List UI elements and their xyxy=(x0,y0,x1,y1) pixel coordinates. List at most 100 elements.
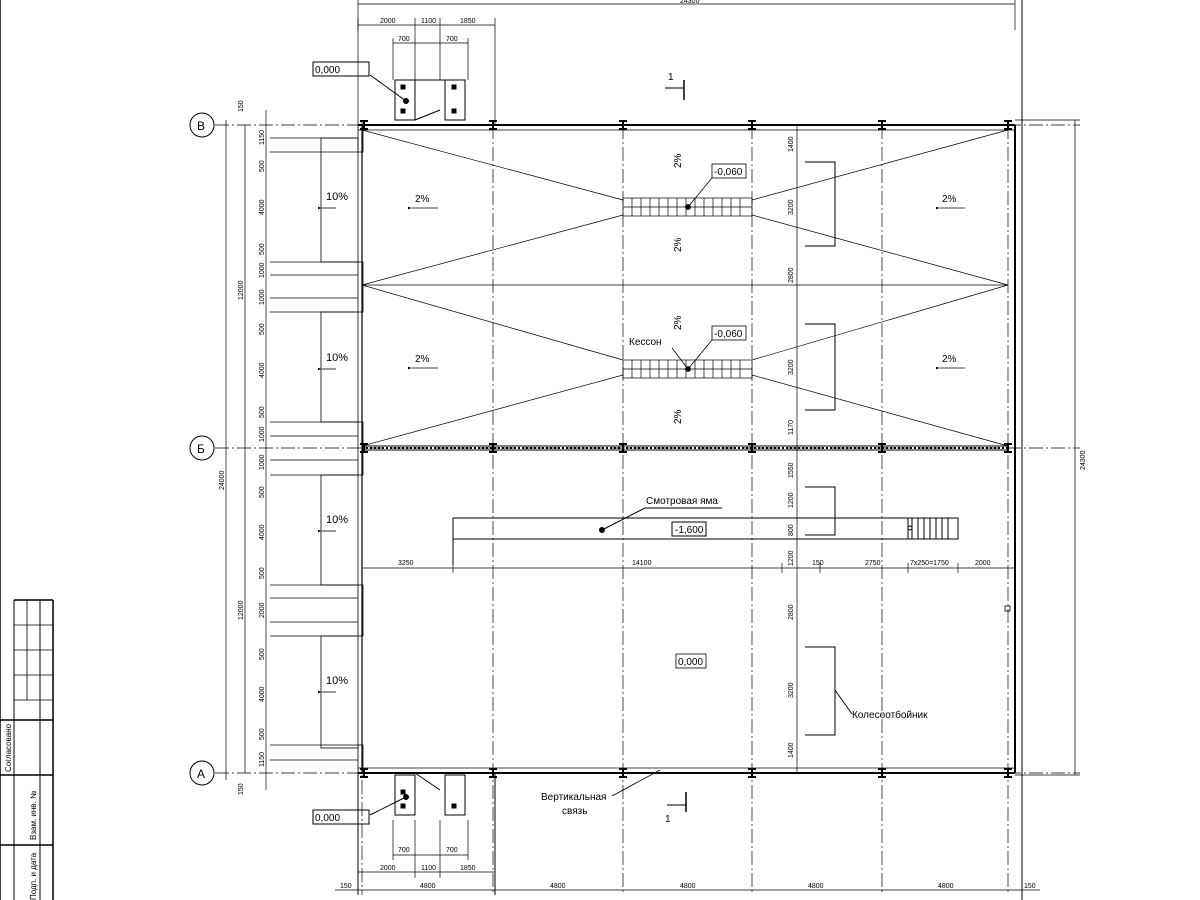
stamp-sign-date: Подп. и дата xyxy=(29,852,38,900)
dim-500-3: 500 xyxy=(259,323,266,335)
dim-r-1200-b: 1200 xyxy=(788,550,795,566)
dim-bottom-4800a: 4800 xyxy=(420,883,436,890)
axis-label-b: Б xyxy=(197,442,205,456)
dim-bay-upper: 12000 xyxy=(238,280,245,300)
label-caisson: Кессон xyxy=(629,337,662,348)
dim-1000-3: 1000 xyxy=(259,426,266,442)
dim-r-2800-b: 2800 xyxy=(788,604,795,620)
dim-4000-4: 4000 xyxy=(259,686,266,702)
dim-bottom-4800b: 4800 xyxy=(550,883,566,890)
dim-500-5: 500 xyxy=(259,486,266,498)
elev-gate-bottom: 0,000 xyxy=(315,813,340,824)
stamp-agreed: Согласовано xyxy=(4,723,13,772)
dim-r-800: 800 xyxy=(788,524,795,536)
bottom-dims xyxy=(335,820,1040,891)
gate-foundation-bottom xyxy=(312,772,496,895)
dim-bgate-1850: 1850 xyxy=(460,865,476,872)
dim-4000-2: 4000 xyxy=(259,362,266,378)
dim-gate-2000: 2000 xyxy=(380,18,396,25)
dim-500-1: 500 xyxy=(259,160,266,172)
pit-dim-line xyxy=(362,563,1015,573)
dim-4000-1: 4000 xyxy=(259,199,266,215)
dim-r-3200-c: 3200 xyxy=(788,682,795,698)
slope-10-b: 10% xyxy=(326,352,348,364)
floor-elev-box xyxy=(675,653,707,669)
top-gate-dims xyxy=(357,18,496,125)
dim-bottom-4800d: 4800 xyxy=(808,883,824,890)
dim-1150-top: 1150 xyxy=(259,130,266,145)
dim-side-total: 24000 xyxy=(219,470,226,490)
inspection-pit xyxy=(452,507,959,565)
slope-10-a: 10% xyxy=(326,191,348,203)
gate-foundation-top xyxy=(312,61,466,121)
dim-gate-700b: 700 xyxy=(446,36,458,43)
dim-r-1400-bottom: 1400 xyxy=(788,742,795,758)
dim-150-top: 150 xyxy=(238,100,245,112)
slope-10-c: 10% xyxy=(326,514,348,526)
slope-2-g: 2% xyxy=(673,315,684,330)
dim-500-6: 500 xyxy=(259,567,266,579)
drain-elev-tags xyxy=(671,163,747,372)
label-wheel-stop: Колесоотбойник xyxy=(852,709,928,721)
small-box xyxy=(1004,605,1011,612)
title-block xyxy=(0,0,54,900)
slope-10-d: 10% xyxy=(326,675,348,687)
left-dim-chains xyxy=(225,110,267,790)
dim-bgate-700b: 700 xyxy=(446,847,458,854)
dim-500-7: 500 xyxy=(259,648,266,660)
dim-1000-4: 1000 xyxy=(259,454,266,470)
dim-r-3200-a: 3200 xyxy=(788,199,795,215)
dim-r-3200-b: 3200 xyxy=(788,359,795,375)
dim-1000-1: 1000 xyxy=(259,262,266,278)
section-mark-top xyxy=(665,80,685,100)
dim-4000-3: 4000 xyxy=(259,524,266,540)
dim-bgate-2000: 2000 xyxy=(380,865,396,872)
dim-1150-bottom: 1150 xyxy=(259,752,266,767)
dim-2000-side: 2000 xyxy=(259,602,266,618)
dim-r-1550: 1550 xyxy=(788,462,795,478)
dim-gate-700a: 700 xyxy=(398,36,410,43)
dim-pit-3250: 3250 xyxy=(398,560,414,567)
slope-2-c: 2% xyxy=(415,354,430,365)
dim-pit-stairs: 7х250=1750 xyxy=(910,560,949,567)
wheel-stops xyxy=(805,161,853,736)
axis-bubbles xyxy=(189,112,215,786)
right-dim-chain xyxy=(796,119,1080,776)
dim-500-8: 500 xyxy=(259,728,266,740)
dim-1000-2: 1000 xyxy=(259,289,266,305)
columns xyxy=(360,120,1012,778)
dim-bottom-4800c: 4800 xyxy=(680,883,696,890)
dim-gate-1850: 1850 xyxy=(460,18,476,25)
axis-label-a: А xyxy=(197,767,205,781)
dim-150-bottom: 150 xyxy=(238,783,245,795)
elev-gate-top: 0,000 xyxy=(315,65,340,76)
dim-500-4: 500 xyxy=(259,406,266,418)
label-brace-2: связь xyxy=(562,806,587,817)
entrance-ramps xyxy=(270,124,364,774)
brace-callout xyxy=(611,769,661,797)
elev-drain-1: -0,060 xyxy=(714,167,743,178)
label-pit: Смотровая яма xyxy=(646,496,718,507)
dim-pit-2000: 2000 xyxy=(975,560,991,567)
dim-overall-height: 24300 xyxy=(1080,450,1087,470)
slope-2-h: 2% xyxy=(673,409,684,424)
elev-pit: -1,600 xyxy=(675,525,704,536)
elev-floor: 0,000 xyxy=(678,657,703,668)
beam-axis-b xyxy=(362,445,1008,451)
dim-overall-width: 24300 xyxy=(680,0,700,5)
dim-pit-150: 150 xyxy=(812,560,824,567)
section-label-bottom: 1 xyxy=(665,814,671,825)
stamp-inv: Взам. инв. № xyxy=(29,790,38,840)
section-label-top: 1 xyxy=(668,72,674,83)
axis-label-v: В xyxy=(197,119,205,133)
dim-gate-1100: 1100 xyxy=(421,18,436,25)
label-brace-1: Вертикальная xyxy=(541,792,606,803)
slope-lines xyxy=(361,129,1009,447)
dim-bgate-1100: 1100 xyxy=(421,865,436,872)
dim-r-1200-a: 1200 xyxy=(788,492,795,508)
slope-2-d: 2% xyxy=(942,354,957,365)
slope-2-f: 2% xyxy=(673,237,684,252)
dim-bottom-150b: 150 xyxy=(1024,883,1036,890)
dim-bay-lower: 12000 xyxy=(238,600,245,620)
